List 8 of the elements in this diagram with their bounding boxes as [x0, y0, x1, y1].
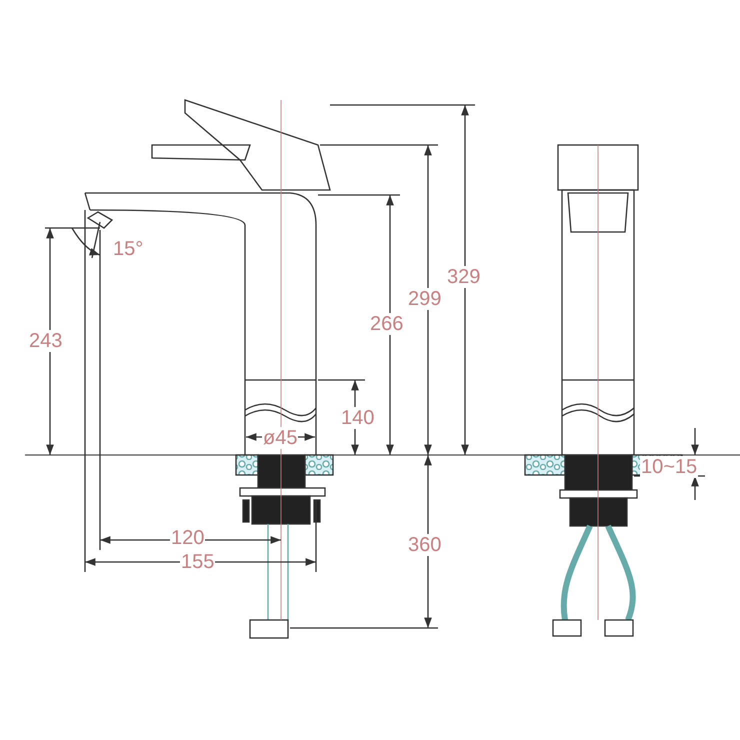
dimension-label: 10~15 — [640, 456, 698, 478]
dimension-label: 266 — [369, 313, 404, 335]
dimension-label: 243 — [28, 330, 64, 352]
dimension-label: ø45 — [262, 427, 298, 449]
dimension-label: 140 — [340, 407, 376, 429]
dimension-label: 299 — [407, 288, 442, 310]
dimension-label: 360 — [407, 534, 442, 556]
dimension-label: 329 — [446, 266, 482, 288]
